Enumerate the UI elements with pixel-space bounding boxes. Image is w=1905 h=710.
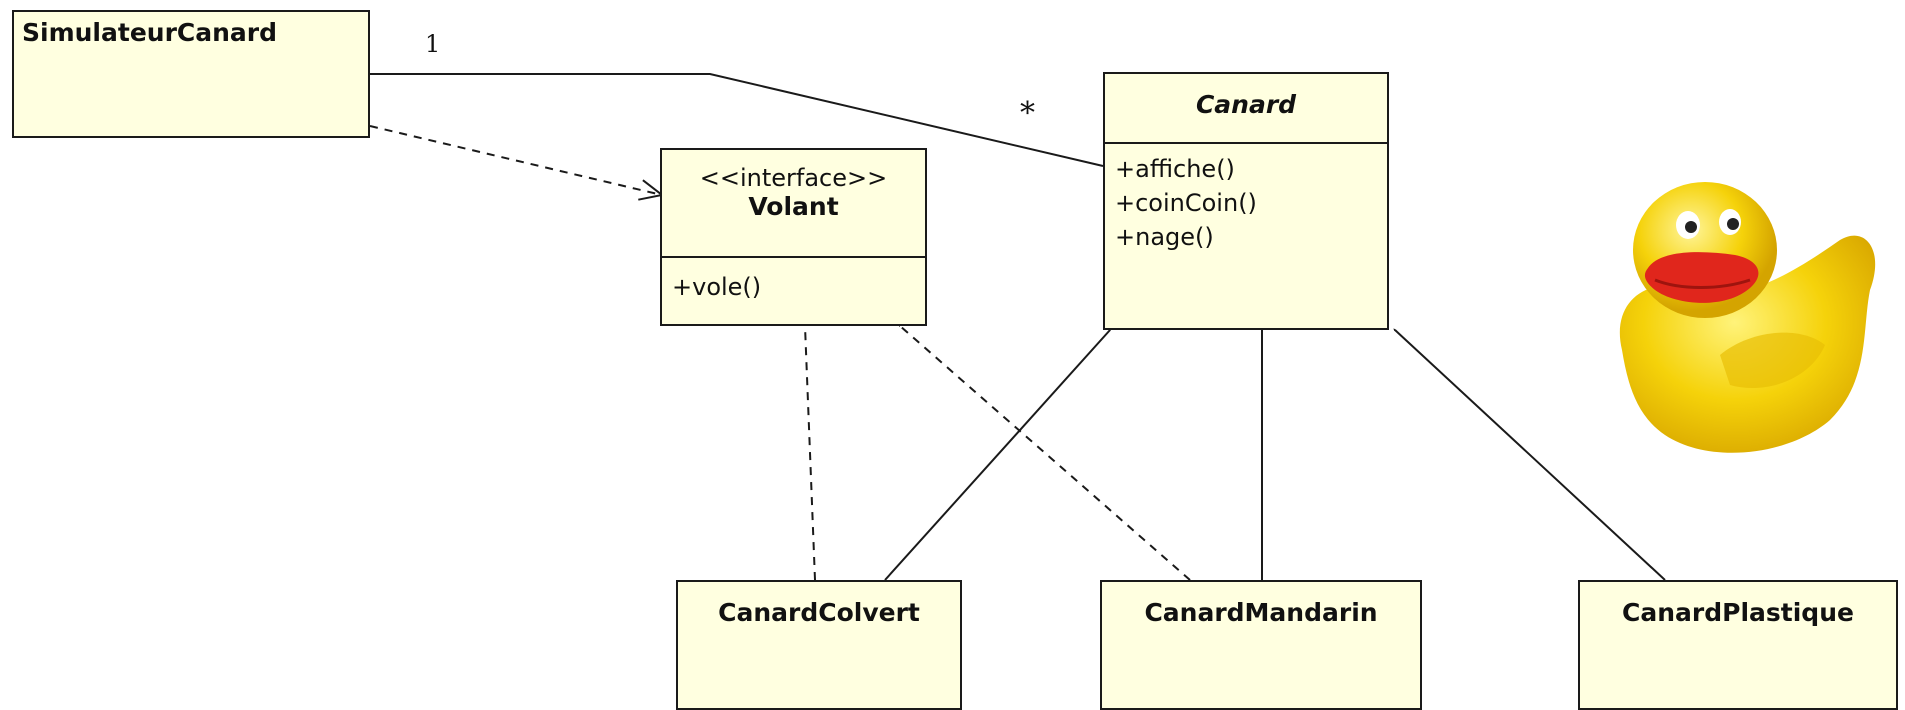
rubber-duck-icon xyxy=(1619,182,1876,453)
realization-mandarin-volant xyxy=(900,326,1191,581)
operation: +affiche() xyxy=(1115,155,1235,183)
association-line xyxy=(370,73,1104,167)
multiplicity-target: * xyxy=(1020,96,1035,131)
class-canard[interactable]: Canard +affiche() +coinCoin() +nage() xyxy=(1103,72,1389,330)
multiplicity-source: 1 xyxy=(425,30,441,58)
class-canard-plastique[interactable]: CanardPlastique xyxy=(1578,580,1898,710)
class-name: CanardColvert xyxy=(718,598,920,627)
operation: +vole() xyxy=(672,273,762,301)
interface-header: <<interface>> Volant xyxy=(662,150,925,256)
interface-volant[interactable]: <<interface>> Volant +vole() xyxy=(660,148,927,326)
generalization-colvert-canard xyxy=(884,330,1110,581)
class-name: Canard xyxy=(1195,90,1297,119)
class-name: SimulateurCanard xyxy=(22,18,278,47)
stereotype-label: <<interface>> xyxy=(699,164,888,192)
class-canard-colvert[interactable]: CanardColvert xyxy=(676,580,962,710)
dependency-arrow xyxy=(369,125,665,201)
class-name: CanardPlastique xyxy=(1622,598,1854,627)
operations-compartment: +vole() xyxy=(662,256,925,304)
class-canard-mandarin[interactable]: CanardMandarin xyxy=(1100,580,1422,710)
operation: +coinCoin() xyxy=(1115,189,1257,217)
operation: +nage() xyxy=(1115,223,1214,251)
generalization-plastique-canard xyxy=(1395,330,1666,581)
operations-compartment: +affiche() +coinCoin() +nage() xyxy=(1105,142,1387,254)
class-name: Volant xyxy=(748,192,839,221)
class-name: CanardMandarin xyxy=(1144,598,1378,627)
realization-colvert-volant xyxy=(805,326,815,581)
class-simulateur-canard[interactable]: SimulateurCanard xyxy=(12,10,370,138)
